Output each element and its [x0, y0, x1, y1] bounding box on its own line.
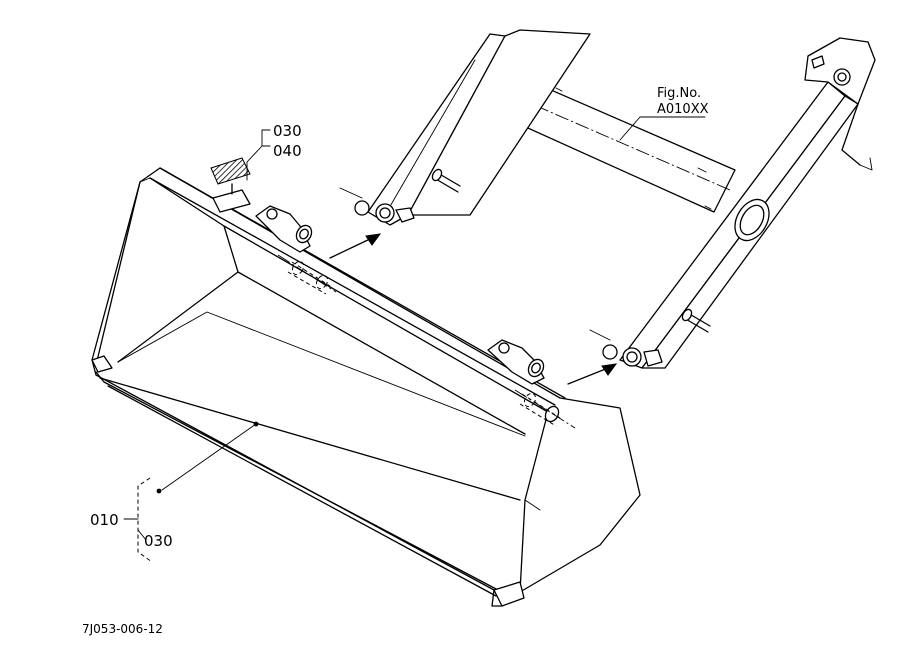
bucket-sub-callout-dot [156, 488, 162, 494]
mounting-direction-arrows [329, 233, 618, 385]
bucket-callout-sub: 030 [144, 532, 173, 550]
drawing-code: 7J053-006-12 [82, 622, 163, 636]
figure-reference-label: Fig.No. [657, 86, 701, 101]
figure-reference-code: A010XX [657, 102, 709, 117]
bucket-assembly [91, 167, 641, 607]
labels: 030 040 Fig.No. A010XX 010 030 7J053-006… [82, 86, 709, 636]
decal-callout-top: 030 [273, 122, 302, 140]
loader-arm-assembly [339, 29, 876, 369]
bucket-callout-main: 010 [90, 511, 119, 529]
decal-hatched-label [210, 157, 251, 185]
decal-part [210, 129, 271, 213]
callout-leaders [123, 116, 706, 563]
decal-callout-bottom: 040 [273, 142, 302, 160]
